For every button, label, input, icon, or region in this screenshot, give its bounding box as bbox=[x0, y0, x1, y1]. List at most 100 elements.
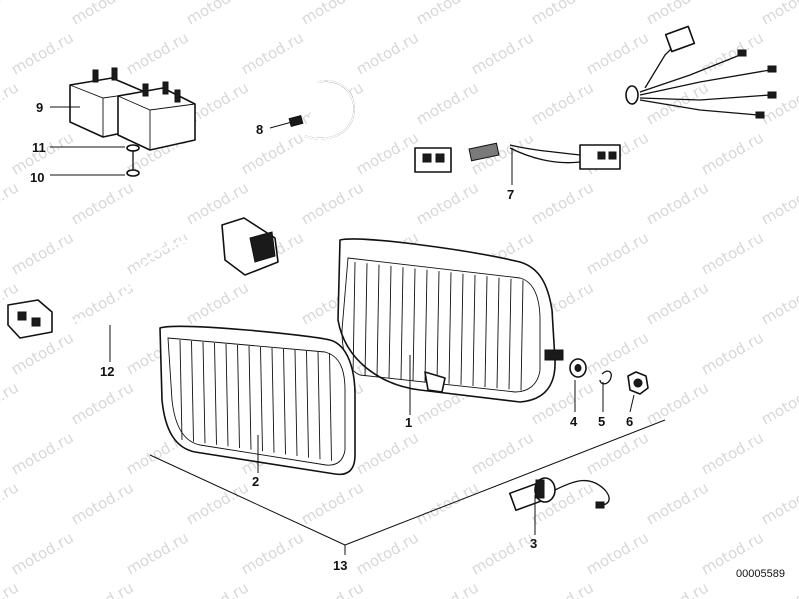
set-bracket bbox=[149, 419, 666, 555]
lamp-housing-lens bbox=[352, 261, 524, 391]
lens-rib bbox=[248, 345, 252, 450]
watermark-text: motod.ru bbox=[238, 128, 307, 178]
lens-rib bbox=[225, 343, 229, 447]
lens-rib bbox=[460, 273, 464, 385]
watermark-text: motod.ru bbox=[643, 0, 712, 28]
watermark-text: motod.ru bbox=[413, 178, 482, 228]
watermark-text: motod.ru bbox=[698, 28, 767, 78]
watermark-text: motod.ru bbox=[698, 228, 767, 278]
watermark-text: motod.ru bbox=[583, 328, 652, 378]
lens-rib bbox=[412, 268, 416, 381]
callout-9: 9 bbox=[36, 100, 43, 115]
watermark-text: motod.ru bbox=[643, 78, 712, 128]
watermark-text: motod.ru bbox=[123, 528, 192, 578]
lamp-housing bbox=[337, 238, 564, 403]
watermark-text: motod.ru bbox=[0, 578, 22, 599]
lens-rib bbox=[496, 277, 500, 389]
watermark-text: motod.ru bbox=[583, 428, 652, 478]
lens-rib bbox=[364, 263, 368, 377]
watermark-text: motod.ru bbox=[8, 428, 77, 478]
lamp-lens-ribs bbox=[179, 339, 332, 461]
fasteners bbox=[569, 358, 649, 395]
watermark-text: motod.ru bbox=[298, 0, 367, 28]
relay-pair bbox=[69, 67, 196, 177]
watermark-text: motod.ru bbox=[643, 378, 712, 428]
watermark-text: motod.ru bbox=[183, 578, 252, 599]
watermark-text: motod.ru bbox=[528, 578, 597, 599]
lens-rib bbox=[306, 350, 309, 458]
watermark-text: motod.ru bbox=[8, 228, 77, 278]
watermark-text: motod.ru bbox=[68, 478, 137, 528]
bulb-with-lead bbox=[508, 477, 610, 512]
watermark-text: motod.ru bbox=[413, 478, 482, 528]
watermark-text: motod.ru bbox=[758, 178, 799, 228]
lens-rib bbox=[294, 349, 298, 457]
watermark-text: motod.ru bbox=[68, 0, 137, 28]
watermark-text: motod.ru bbox=[758, 578, 799, 599]
callout-11: 11 bbox=[32, 140, 46, 155]
watermark-text: motod.ru bbox=[583, 28, 652, 78]
lens-rib bbox=[484, 276, 488, 388]
callout-6: 6 bbox=[626, 414, 633, 429]
watermark-text: motod.ru bbox=[413, 578, 482, 599]
lens-rib bbox=[376, 264, 380, 378]
callout-13: 13 bbox=[333, 558, 347, 573]
lens-rib bbox=[520, 280, 524, 391]
watermark-text: motod.ru bbox=[123, 28, 192, 78]
lens-rib bbox=[317, 351, 321, 460]
switch-cable bbox=[7, 217, 279, 339]
watermark-text: motod.ru bbox=[528, 0, 597, 28]
callout-10: 10 bbox=[30, 170, 44, 185]
lens-rib bbox=[237, 344, 240, 449]
callout-3: 3 bbox=[530, 536, 537, 551]
watermark-text: motod.ru bbox=[8, 528, 77, 578]
watermark-text: motod.ru bbox=[68, 578, 137, 599]
watermark-text: motod.ru bbox=[0, 478, 22, 528]
wiring-harness bbox=[414, 25, 777, 173]
watermark-text: motod.ru bbox=[758, 0, 799, 28]
watermark-text: motod.ru bbox=[468, 528, 537, 578]
watermark-text: motod.ru bbox=[758, 78, 799, 128]
watermark-text: motod.ru bbox=[758, 378, 799, 428]
watermark-text: motod.ru bbox=[0, 178, 22, 228]
watermark-text: motod.ru bbox=[643, 278, 712, 328]
watermark-text: motod.ru bbox=[0, 378, 22, 428]
watermark-text: motod.ru bbox=[583, 228, 652, 278]
watermark-text: motod.ru bbox=[298, 578, 367, 599]
watermark-text: motod.ru bbox=[413, 78, 482, 128]
watermark-text: motod.ru bbox=[698, 128, 767, 178]
lens-rib bbox=[388, 265, 392, 379]
callout-12: 12 bbox=[100, 364, 114, 379]
lens-rib bbox=[179, 339, 183, 441]
lens-rib bbox=[436, 271, 440, 383]
watermark-text: motod.ru bbox=[698, 428, 767, 478]
watermark-text: motod.ru bbox=[583, 528, 652, 578]
watermark-text: motod.ru bbox=[643, 478, 712, 528]
callout-2: 2 bbox=[252, 474, 259, 489]
lamp-lens bbox=[159, 325, 356, 476]
watermark-text: motod.ru bbox=[468, 428, 537, 478]
watermark-text: motod.ru bbox=[298, 178, 367, 228]
callout-4: 4 bbox=[570, 414, 578, 429]
watermark-text: motod.ru bbox=[183, 0, 252, 28]
watermark-text: motod.ru bbox=[413, 0, 482, 28]
watermark-text: motod.ru bbox=[758, 478, 799, 528]
watermark-text: motod.ru bbox=[643, 578, 712, 599]
watermark-text: motod.ru bbox=[298, 478, 367, 528]
watermark-text: motod.ru bbox=[0, 0, 22, 28]
lens-rib bbox=[283, 348, 286, 455]
watermark-text: motod.ru bbox=[353, 428, 422, 478]
watermark-text: motod.ru bbox=[643, 178, 712, 228]
lens-rib bbox=[271, 347, 275, 453]
lens-rib bbox=[448, 272, 452, 384]
watermark-text: motod.ru bbox=[68, 178, 137, 228]
lens-rib bbox=[400, 267, 404, 380]
lens-rib bbox=[329, 352, 332, 461]
lens-rib bbox=[472, 274, 476, 387]
lens-rib bbox=[424, 269, 428, 382]
watermark-text: motod.ru bbox=[238, 528, 307, 578]
lens-rib bbox=[352, 261, 356, 376]
watermark-text: motod.ru bbox=[238, 28, 307, 78]
watermark-text: motod.ru bbox=[68, 378, 137, 428]
watermark-text: motod.ru bbox=[468, 28, 537, 78]
